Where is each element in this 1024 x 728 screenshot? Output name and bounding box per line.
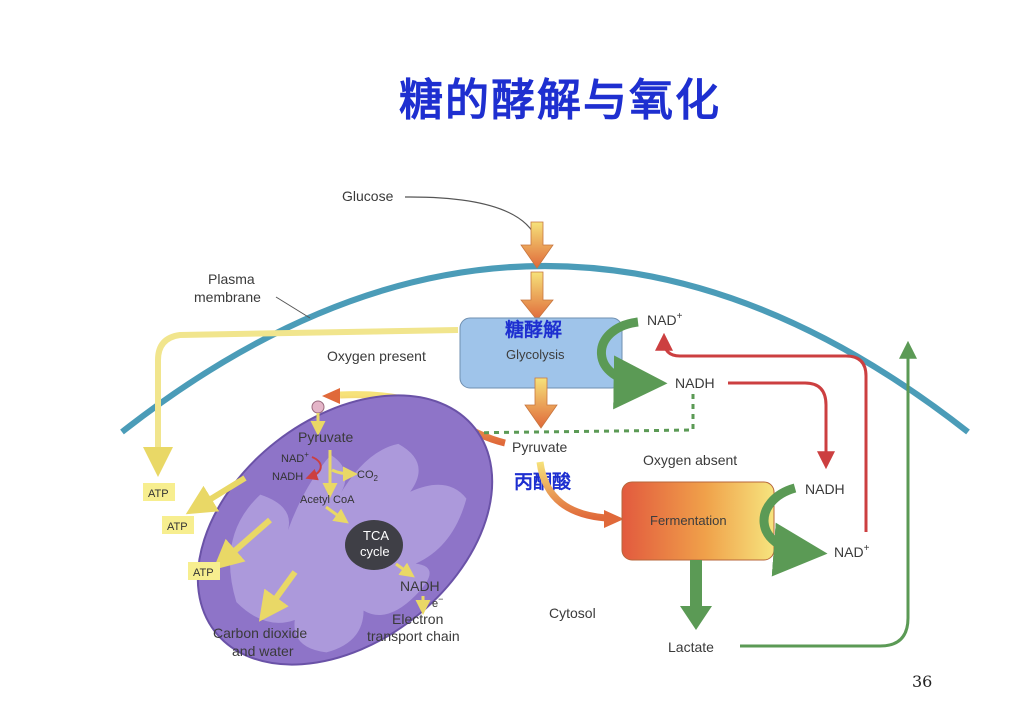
electron-transport-label-1: Electron xyxy=(392,611,443,627)
atp-label-1: ATP xyxy=(148,488,169,500)
tca-label-2: cycle xyxy=(360,544,390,559)
glycolysis-cn-label: 糖酵解 xyxy=(505,318,562,341)
fermentation-nad-label: NAD+ xyxy=(834,543,870,560)
mito-nad-label: NAD+ xyxy=(281,450,309,465)
lactate-label: Lactate xyxy=(668,639,714,655)
oxygen-present-label: Oxygen present xyxy=(327,348,426,364)
atp-box-2 xyxy=(162,516,194,534)
lactate-export-arrow xyxy=(740,340,917,648)
atp-label-3: ATP xyxy=(193,567,214,579)
cytosol-label: Cytosol xyxy=(549,605,596,621)
atp-arrow-3 xyxy=(212,517,272,570)
glycolysis-nadh-label: NADH xyxy=(675,375,715,391)
mito-entry-node xyxy=(311,400,325,414)
mito-nadh-2-label: NADH xyxy=(400,578,440,594)
mito-red-curve xyxy=(305,456,322,481)
red-nad-return-arrow xyxy=(655,332,868,532)
glycolysis-label: Glycolysis xyxy=(506,347,565,362)
pyruvate-label: Pyruvate xyxy=(512,439,567,455)
plasma-membrane-label-2: membrane xyxy=(194,289,261,305)
plasma-membrane-arc xyxy=(120,263,970,435)
pyruvate-to-fermentation-arrow xyxy=(536,461,607,522)
carbon-dioxide-label-2: and water xyxy=(232,643,294,659)
atp-box-1 xyxy=(143,483,175,501)
mito-pyruvate-label: Pyruvate xyxy=(298,429,353,445)
page-number: 36 xyxy=(912,672,933,691)
oxygen-absent-label: Oxygen absent xyxy=(643,452,737,468)
glycolysis-to-pyruvate-arrow xyxy=(524,377,558,429)
mito-nadh-label: NADH xyxy=(272,471,303,483)
lactate-arrow xyxy=(680,560,712,630)
tca-label-1: TCA xyxy=(363,528,389,543)
membrane-cross-arrow xyxy=(520,271,554,321)
glucose-arrow xyxy=(520,221,554,269)
fermentation-nadh-label: NADH xyxy=(805,481,845,497)
co2-water-arrow xyxy=(258,570,298,622)
carbon-dioxide-label-1: Carbon dioxide xyxy=(213,625,307,641)
atp-box-3 xyxy=(188,562,220,580)
atp-label-2: ATP xyxy=(167,521,188,533)
slide-title: 糖的酵解与氧化 xyxy=(399,75,721,126)
oxygen-present-atp-line xyxy=(143,327,459,477)
atp-arrow-2 xyxy=(185,475,247,515)
glucose-label: Glucose xyxy=(342,188,394,204)
electron-transport-label-2: transport chain xyxy=(367,628,460,644)
tca-cycle xyxy=(345,520,403,570)
plasma-membrane-label-1: Plasma xyxy=(208,271,255,287)
fermentation-nad-curve xyxy=(759,483,828,577)
fermentation-label: Fermentation xyxy=(650,513,727,528)
glycolysis-nad-curve xyxy=(597,317,668,410)
glycolysis-nad-label: NAD+ xyxy=(647,311,683,328)
mito-co2-label: CO2 xyxy=(357,469,379,483)
acetyl-coa-label: Acetyl CoA xyxy=(300,494,355,506)
red-nadh-down-arrow xyxy=(728,381,835,470)
electron-label: e− xyxy=(432,594,443,610)
